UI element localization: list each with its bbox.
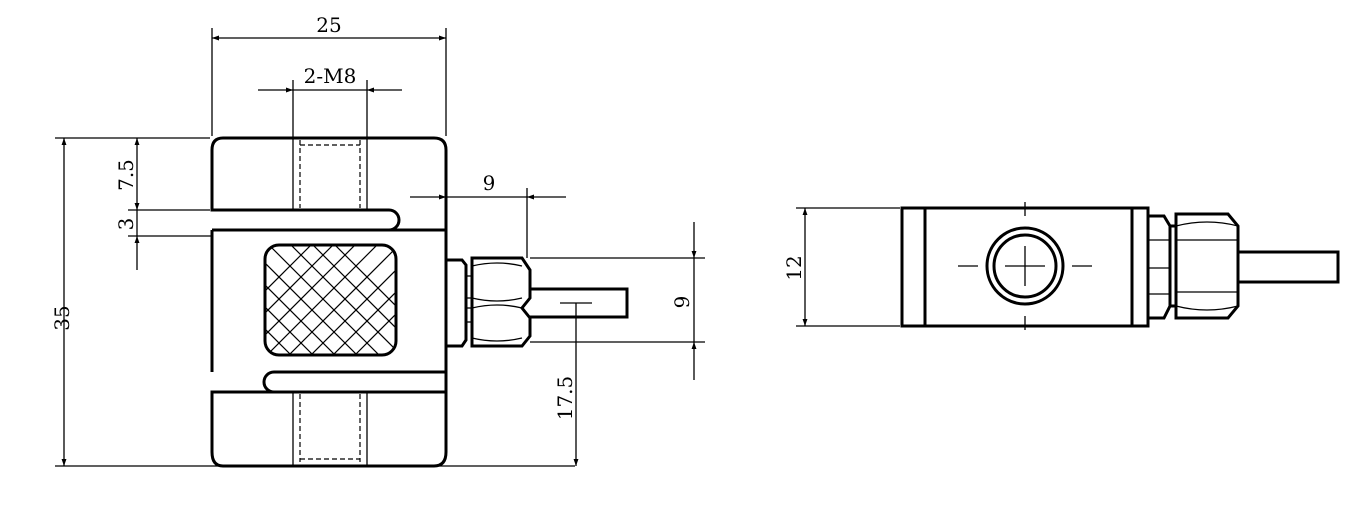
dimension-gland-offset-9: 9 — [410, 171, 566, 258]
s-beam-outline — [210, 136, 448, 468]
dimension-thickness-12: 12 — [782, 207, 900, 327]
s-beam-front-view — [210, 136, 448, 468]
strain-gauge-window — [263, 243, 398, 357]
dimension-thread-2m8: 2-M8 — [258, 64, 402, 138]
dim-label-2m8: 2-M8 — [304, 64, 357, 88]
side-view — [900, 202, 1340, 330]
dimension-height-35: 35 — [50, 137, 575, 467]
dim-label-9-dia: 9 — [670, 296, 694, 309]
dimension-slot: 7.5 3 — [114, 138, 212, 270]
side-view-hole-inner — [992, 233, 1058, 299]
dim-label-7-5: 7.5 — [114, 159, 138, 191]
cable-gland-front — [446, 256, 629, 348]
dim-label-12: 12 — [782, 255, 806, 280]
dimension-width-25: 25 — [211, 13, 447, 136]
dim-label-17-5: 17.5 — [553, 376, 577, 421]
dim-label-35: 35 — [50, 305, 74, 330]
dim-label-3: 3 — [114, 218, 138, 231]
dimension-center-17-5: 17.5 — [553, 302, 592, 466]
dim-label-9-offset: 9 — [483, 171, 496, 195]
dimension-gland-dia-9: 9 — [530, 222, 705, 380]
dim-label-25: 25 — [316, 13, 341, 37]
threaded-holes — [292, 138, 368, 466]
side-view-hole-outer — [985, 226, 1065, 306]
